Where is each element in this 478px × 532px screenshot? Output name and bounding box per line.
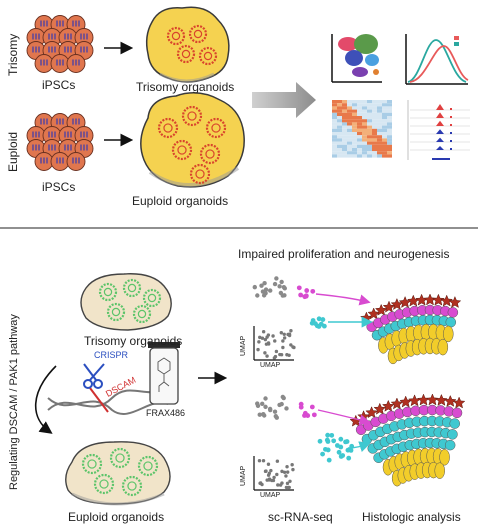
pathway-side-label: Regulating DSCAM / PAK1 pathway [8,314,20,490]
arrow-magenta-bottom [317,409,371,426]
arrow-cyan-bottom [347,441,371,452]
umap-plot-top [253,326,296,361]
trisomy-side-label: Trisomy [6,33,20,76]
umap-y-label-top: UMAP [240,335,247,356]
gray-scatter-bottom [255,394,289,420]
euploid-organoid-green [65,441,171,506]
trisomy-organoids-label: Trisomy organoids [136,80,235,94]
ipsc-label-top: iPSCs [42,78,76,92]
ipsc-cluster-trisomy [26,15,94,73]
euploid-organoids-label: Euploid organoids [132,194,229,208]
crispr-label: CRISPR [94,350,129,360]
umap-x-label-bottom: UMAP [260,492,281,499]
ipsc-cluster-euploid [26,113,94,171]
ipsc-label-bottom: iPSCs [42,180,76,194]
tissue-layers-bottom [349,393,466,487]
histologic-caption: Histologic analysis [362,510,461,524]
density-thumbnail [405,34,469,85]
umap-x-label-top: UMAP [260,362,281,369]
trisomy-organoid-green [80,273,172,331]
tracks-thumbnail [407,100,470,160]
drug-label: FRAX486 [146,408,186,418]
umap-thumbnail [331,34,382,83]
curved-arrow [34,365,57,434]
arrow-magenta-top [315,293,371,306]
impaired-header: Impaired proliferation and neurogenesis [238,247,450,261]
scrna-caption: sc-RNA-seq [268,510,333,524]
big-arrow [252,82,316,118]
cell-clusters [296,285,355,463]
trisomy-organoid-top [145,6,230,83]
gray-scatter-top [252,276,287,298]
drug-bottle-icon [148,342,180,405]
tissue-layers-top [360,293,462,365]
umap-y-label-bottom: UMAP [240,465,247,486]
euploid-organoid-top [140,92,245,188]
trisomy-organoids-bottom-label: Trisomy organoids [84,334,183,348]
heatmap-thumbnail [332,100,392,158]
euploid-organoids-bottom-label: Euploid organoids [68,510,165,524]
euploid-side-label: Euploid [6,131,20,172]
umap-plot-bottom [253,456,295,491]
scissors-icon [83,363,105,389]
